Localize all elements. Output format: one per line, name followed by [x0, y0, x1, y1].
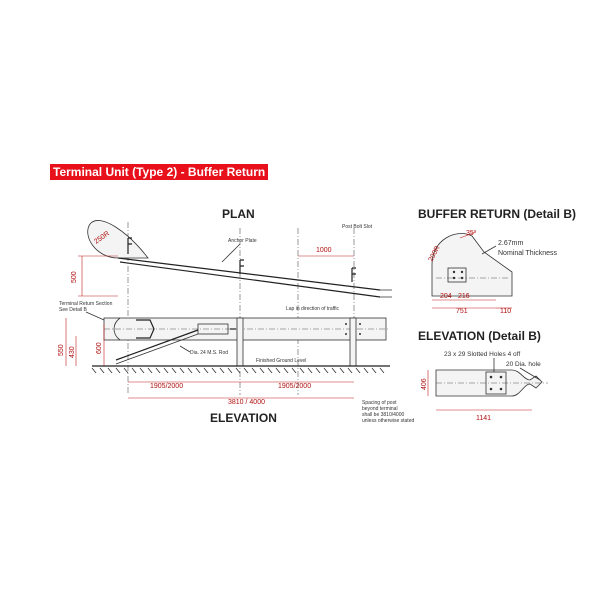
- buffer-angle: 35°: [466, 229, 477, 237]
- plan-title: PLAN: [222, 207, 255, 221]
- plan-view: PLAN 500 250R 1000 Post Bolt Slot Anchor…: [71, 207, 392, 395]
- elevation-view: Terminal Return Section See Detail B Lap…: [58, 301, 414, 425]
- buffer-dim-216: 216: [458, 293, 470, 300]
- buffer-thickness-1: 2.67mm: [498, 240, 523, 247]
- buffer-profile: [431, 233, 513, 297]
- buffer-return-detail: BUFFER RETURN (Detail B) 35° 2.67mm Nomi…: [418, 207, 576, 315]
- elev-dim-span-right: 1905/2000: [278, 383, 311, 390]
- elev-detail-title: ELEVATION (Detail B): [418, 329, 541, 343]
- plan-dim-500: 500: [71, 271, 78, 283]
- elev-label-terminal-return: Terminal Return Section: [59, 301, 113, 307]
- elev-label-lap: Lap in direction of traffic: [286, 306, 339, 312]
- buffer-thickness-2: Nominal Thickness: [498, 250, 558, 257]
- elev-label-ground: Finished Ground Level: [256, 358, 306, 364]
- elev-dim-total: 3810 / 4000: [228, 399, 265, 406]
- plan-label-anchor-plate: Anchor Plate: [228, 238, 257, 244]
- elev-post-right: [349, 317, 357, 367]
- elevation-detail: ELEVATION (Detail B) 23 x 29 Slotted Hol…: [418, 329, 548, 422]
- elev-post-mid: [236, 317, 244, 367]
- buffer-dim-204: 204: [440, 293, 452, 300]
- elev-detail-hole: 20 Dia. hole: [506, 361, 541, 368]
- elev-label-see-detail: See Detail B: [59, 307, 87, 313]
- elev-detail-dim-1141: 1141: [476, 415, 491, 422]
- buffer-title: BUFFER RETURN (Detail B): [418, 207, 576, 221]
- elev-rod-holder: [197, 323, 229, 335]
- elev-label-rod: Dia. 24 M.S. Rod: [190, 350, 228, 356]
- elev-note-1: Spacing of post: [362, 400, 397, 406]
- elev-anchor-rod: [115, 329, 199, 361]
- elev-detail-slotted: 23 x 29 Slotted Holes 4 off: [444, 351, 520, 358]
- plan-post-bracket: [127, 237, 132, 254]
- plan-dim-1000: 1000: [316, 247, 332, 254]
- elev-dim-600: 600: [96, 342, 103, 354]
- plan-label-post-bolt-slot: Post Bolt Slot: [342, 224, 373, 230]
- elev-note-4: unless otherwise stated: [362, 418, 414, 424]
- elev-dim-430: 430: [69, 346, 76, 358]
- elev-dim-550: 550: [58, 344, 65, 356]
- elev-detail-dim-406: 406: [421, 378, 428, 390]
- elev-note-2: beyond terminal: [362, 406, 398, 412]
- buffer-dim-751: 751: [456, 308, 468, 315]
- section-banner: Terminal Unit (Type 2) - Buffer Return: [50, 164, 269, 180]
- elev-note-3: shall be 3810/4000: [362, 412, 404, 418]
- elevation-title: ELEVATION: [210, 411, 277, 425]
- buffer-dim-110: 110: [500, 308, 511, 315]
- elev-dim-span-left: 1905/2000: [150, 383, 183, 390]
